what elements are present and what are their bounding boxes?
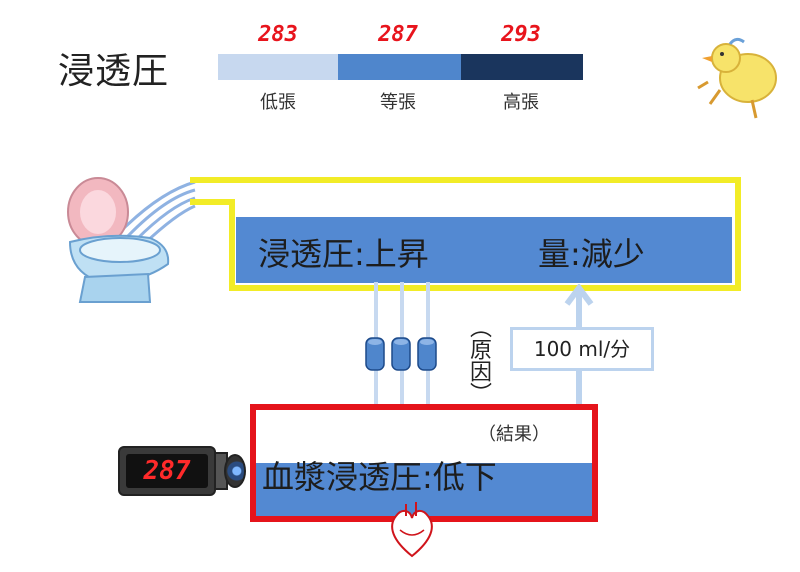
scale-label-hypertonic: 高張: [503, 92, 539, 113]
scale-value-hypotonic: 283: [258, 22, 298, 47]
cause-label: （原因）: [466, 316, 491, 404]
scale-value-hypertonic: 293: [501, 22, 541, 47]
scale-segment-hypertonic: [461, 54, 583, 80]
scale-segment-isotonic: [338, 54, 461, 80]
filter-icon: [365, 337, 437, 371]
plasma-osmolality-label: 血漿浸透圧:低下: [262, 458, 497, 496]
bird-icon: [697, 37, 777, 119]
plasma-tank-fill: [256, 463, 592, 516]
heart-icon: [391, 502, 433, 558]
scale-label-hypotonic: 低張: [260, 92, 296, 113]
urine-tank-fill: [236, 217, 732, 283]
urine-volume-label: 量:減少: [538, 235, 645, 273]
scale-segment-hypotonic: [218, 54, 338, 80]
toilet-icon: [18, 177, 196, 303]
page-title: 浸透圧: [58, 51, 170, 92]
flow-rate-label: 100 ml/分: [510, 327, 654, 371]
scale-value-isotonic: 287: [378, 22, 418, 47]
meter-reading: 287: [143, 456, 191, 486]
result-label: （結果）: [478, 424, 550, 445]
meter-icon: 287: [118, 446, 248, 496]
urine-tank-outline: [190, 177, 741, 291]
scale-label-isotonic: 等張: [380, 92, 416, 113]
urine-osmolality-label: 浸透圧:上昇: [258, 235, 429, 273]
